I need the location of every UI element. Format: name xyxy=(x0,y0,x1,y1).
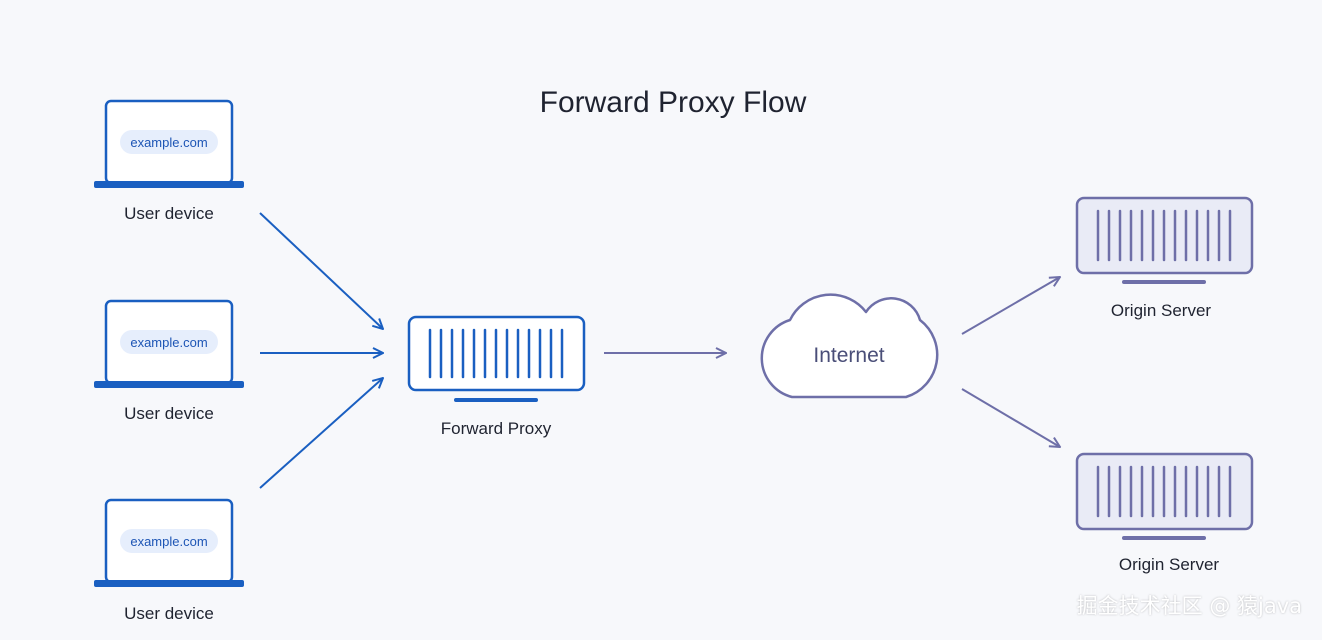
internet: Internet xyxy=(760,293,939,399)
url-chip xyxy=(120,529,218,553)
server-icon xyxy=(1075,196,1254,284)
cloud-icon xyxy=(760,293,939,399)
watermark: 掘金技术社区 @ 猿java xyxy=(1076,594,1302,618)
origin-server-label: Origin Server xyxy=(1119,555,1219,574)
user-device-label: User device xyxy=(124,204,214,223)
arrow-device3-to-proxy xyxy=(259,378,383,489)
origin-server-1: Origin Server xyxy=(1075,196,1254,320)
user-device-label: User device xyxy=(124,404,214,423)
user-device-2: example.com User device xyxy=(94,299,244,423)
origin-server-2: Origin Server xyxy=(1075,452,1254,574)
server-icon xyxy=(1075,452,1254,540)
url-text: example.com xyxy=(130,335,207,350)
internet-label: Internet xyxy=(813,344,884,367)
arrow-internet-to-origin-1 xyxy=(961,277,1060,335)
user-device-3: example.com User device xyxy=(94,498,244,623)
arrow-device1-to-proxy xyxy=(259,212,383,329)
origin-server-label: Origin Server xyxy=(1111,301,1211,320)
forward-proxy: Forward Proxy xyxy=(407,315,586,438)
server-icon xyxy=(407,315,586,402)
url-text: example.com xyxy=(130,135,207,150)
diagram-title: Forward Proxy Flow xyxy=(540,86,807,119)
user-device-label: User device xyxy=(124,604,214,623)
user-device-1: example.com User device xyxy=(94,99,244,223)
url-chip xyxy=(120,130,218,154)
forward-proxy-label: Forward Proxy xyxy=(441,419,552,438)
url-chip xyxy=(120,330,218,354)
arrow-internet-to-origin-2 xyxy=(961,388,1060,447)
url-text: example.com xyxy=(130,534,207,549)
